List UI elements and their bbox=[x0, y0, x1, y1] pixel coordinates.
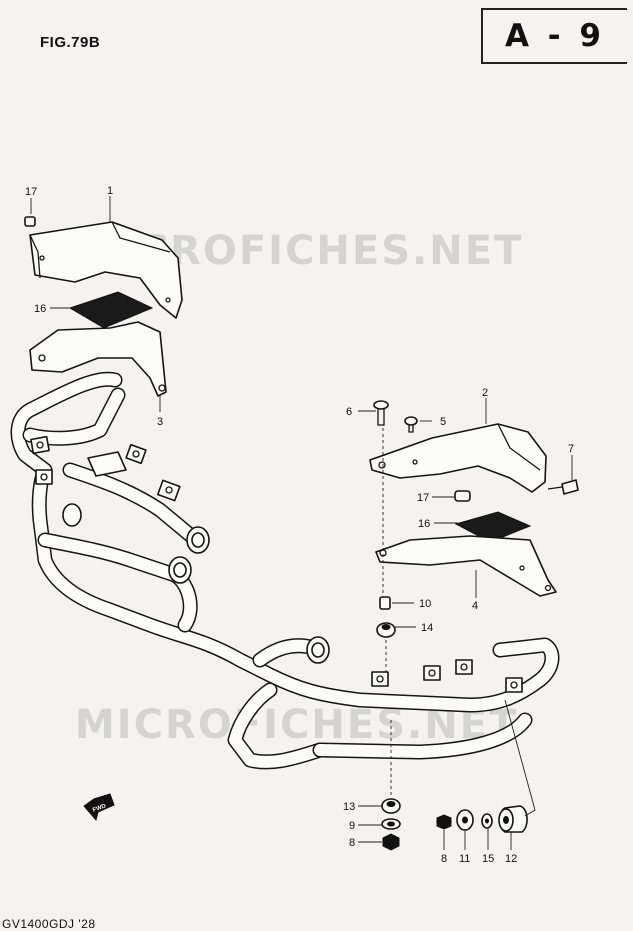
callout-labels: 17 1 16 3 6 5 2 7 17 16 4 10 14 13 9 8 8… bbox=[25, 185, 574, 865]
crash-bar-frame bbox=[10, 371, 560, 770]
collar-part-10 bbox=[379, 596, 391, 610]
pad-part-16a bbox=[68, 291, 154, 329]
model-code-footer: GV1400GDJ '28 bbox=[2, 917, 96, 931]
nut-part-8a bbox=[382, 833, 400, 851]
left-cover-assembly bbox=[24, 216, 183, 397]
grommet-part-14 bbox=[376, 622, 396, 638]
callout-2: 2 bbox=[482, 387, 488, 399]
bolt-part-7 bbox=[547, 479, 579, 495]
leader-lines bbox=[30, 196, 573, 850]
callout-7: 7 bbox=[568, 443, 574, 455]
callout-9: 9 bbox=[349, 820, 355, 832]
callout-4: 4 bbox=[472, 600, 478, 612]
callout-17b: 17 bbox=[417, 492, 429, 504]
callout-3: 3 bbox=[157, 416, 163, 428]
fwd-arrow-icon: FWD bbox=[83, 793, 115, 822]
screw-part-5 bbox=[404, 416, 418, 433]
callout-12: 12 bbox=[505, 853, 517, 865]
nut-part-17b bbox=[454, 490, 471, 502]
callout-5: 5 bbox=[440, 416, 446, 428]
grommet-part-13 bbox=[381, 798, 401, 814]
page-reference-box: A - 9 bbox=[481, 8, 627, 64]
callout-13: 13 bbox=[343, 801, 355, 813]
bracket-part-4 bbox=[375, 535, 557, 597]
washer-part-11 bbox=[456, 809, 474, 831]
screw-part-6 bbox=[373, 400, 389, 426]
mount-hardware bbox=[381, 699, 536, 851]
cover-part-1 bbox=[29, 221, 183, 319]
damper-part-12 bbox=[498, 805, 528, 833]
figure-title: FIG.79B bbox=[40, 34, 101, 51]
callout-6: 6 bbox=[346, 406, 352, 418]
callout-15: 15 bbox=[482, 853, 494, 865]
cover-part-2 bbox=[369, 423, 547, 493]
nut-part-8b bbox=[436, 814, 452, 830]
washer-part-9 bbox=[381, 818, 401, 830]
callout-11: 11 bbox=[459, 853, 470, 865]
callout-1: 1 bbox=[107, 185, 113, 197]
callout-17a: 17 bbox=[25, 186, 37, 198]
collar-part-15 bbox=[481, 813, 493, 829]
callout-8b: 8 bbox=[441, 853, 447, 865]
bracket-part-3 bbox=[29, 321, 167, 397]
callout-16b: 16 bbox=[418, 518, 430, 530]
fwd-label: FWD bbox=[92, 803, 108, 814]
callout-10: 10 bbox=[419, 598, 431, 610]
callout-14: 14 bbox=[421, 622, 433, 634]
right-cover-assembly bbox=[369, 400, 579, 672]
callout-16a: 16 bbox=[34, 303, 46, 315]
callout-8a: 8 bbox=[349, 837, 355, 849]
nut-part-17a bbox=[24, 216, 36, 227]
